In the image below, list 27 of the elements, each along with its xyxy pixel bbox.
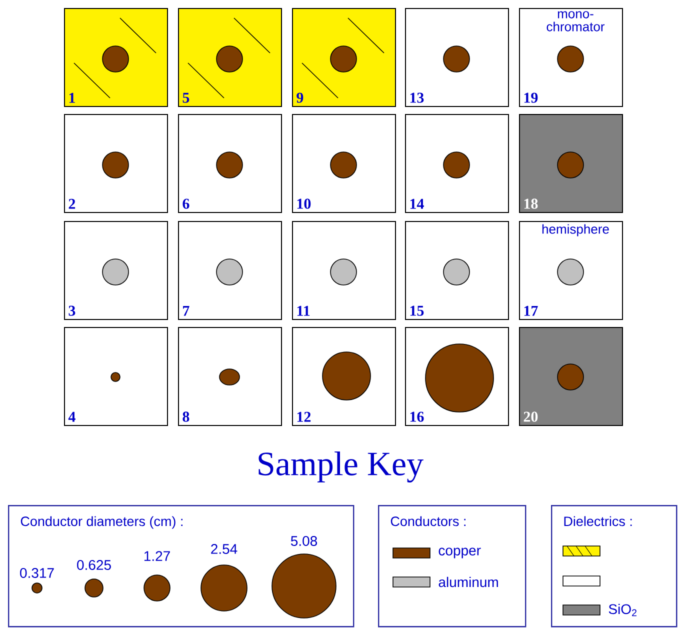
title: Sample Key	[258, 452, 424, 482]
legend-label: copper	[438, 548, 481, 558]
sample-box: 7	[178, 221, 282, 320]
sample-box: 4	[64, 327, 168, 426]
diameter-label: 1.27	[144, 551, 170, 561]
sample-box: 13	[405, 8, 509, 107]
sample-box: mono- chromator 19	[519, 8, 623, 107]
sample-box: 2	[64, 114, 168, 213]
sample-box: 6	[178, 114, 282, 213]
sample-box: 3	[64, 221, 168, 320]
sample-box: 14	[405, 114, 509, 213]
legend-label: aluminum	[438, 576, 498, 588]
sample-box: 15	[405, 221, 509, 320]
sample-box: 20	[519, 327, 623, 426]
sample-box: 18	[519, 114, 623, 213]
sample-box: 8	[178, 327, 282, 426]
sample-box: 10	[292, 114, 396, 213]
diameter-label: 0.317	[20, 568, 54, 578]
sample-box: 1	[64, 8, 168, 107]
sample-box: 9	[292, 8, 396, 107]
diameter-label: 0.625	[77, 560, 111, 570]
diameter-label: 2.54	[211, 544, 238, 554]
sample-box: 11	[292, 221, 396, 320]
sample-box: hemisphere 17	[519, 221, 623, 320]
legend-label: SiO$_{2}$	[608, 604, 636, 616]
diameter-label: 5.08	[290, 536, 318, 546]
sample-box: 5	[178, 8, 282, 107]
